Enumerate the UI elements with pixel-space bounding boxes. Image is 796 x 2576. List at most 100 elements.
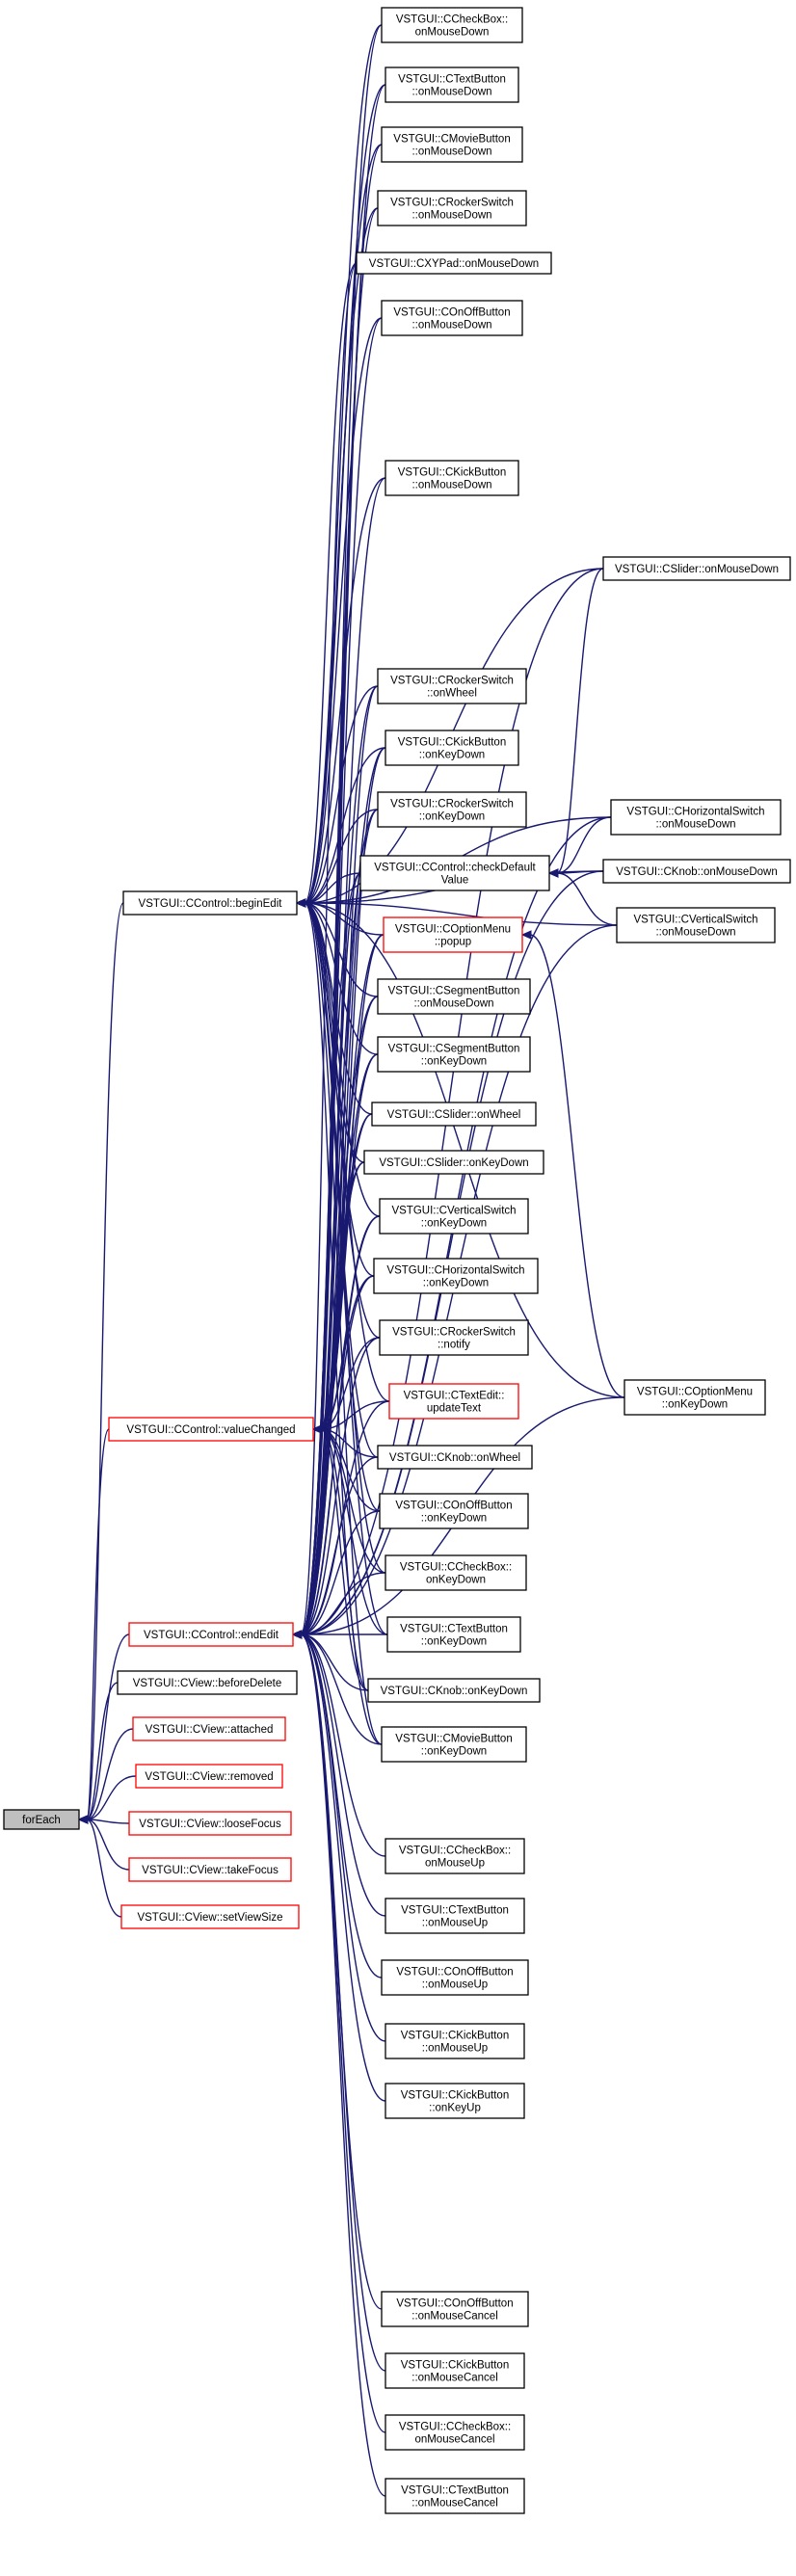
- edge-beginEdit-to-forEach: [77, 902, 124, 1824]
- node-tbKD[interactable]: VSTGUI::CTextButton::onKeyDown: [386, 1616, 521, 1653]
- node-box: [377, 978, 531, 1015]
- node-label: ::notify: [438, 1340, 470, 1351]
- node-box: [117, 1670, 298, 1695]
- node-kbKD[interactable]: VSTGUI::CKickButton::onKeyDown: [385, 730, 519, 766]
- node-sgKD[interactable]: VSTGUI::CSegmentButton::onKeyDown: [377, 1036, 531, 1073]
- node-beginEdit[interactable]: VSTGUI::CControl::beginEdit: [122, 890, 298, 916]
- edge-tbMC-to-endEdit: [291, 1630, 386, 2497]
- node-label: ::onKeyDown: [423, 1278, 489, 1289]
- node-kbMU[interactable]: VSTGUI::CKickButton::onMouseUp: [385, 2023, 525, 2059]
- call-graph-nodes: forEachVSTGUI::CControl::beginEditVSTGUI…: [3, 7, 791, 2514]
- node-endEdit[interactable]: VSTGUI::CControl::endEdit: [128, 1622, 294, 1647]
- node-ooKD[interactable]: VSTGUI::COnOffButton::onKeyDown: [379, 1493, 529, 1529]
- edge-cbMC-to-endEdit: [291, 1630, 386, 2433]
- node-cbKD[interactable]: VSTGUI::CCheckBox::onKeyDown: [385, 1554, 527, 1591]
- node-label: VSTGUI::CCheckBox::: [399, 2422, 511, 2433]
- node-removed[interactable]: VSTGUI::CView::removed: [135, 1764, 283, 1789]
- node-box: [379, 1493, 529, 1529]
- node-takeFocus[interactable]: VSTGUI::CView::takeFocus: [128, 1857, 292, 1882]
- node-box: [367, 1678, 541, 1703]
- node-vsKD[interactable]: VSTGUI::CVerticalSwitch::onKeyDown: [379, 1198, 529, 1235]
- node-attached[interactable]: VSTGUI::CView::attached: [132, 1716, 286, 1741]
- node-label: ::onMouseDown: [411, 480, 491, 491]
- node-box: [128, 1622, 294, 1647]
- node-kbKU[interactable]: VSTGUI::CKickButton::onKeyUp: [385, 2083, 525, 2119]
- node-box: [128, 1811, 292, 1836]
- node-kbMC[interactable]: VSTGUI::CKickButton::onMouseCancel: [385, 2352, 525, 2389]
- edge-attached-to-forEach: [77, 1728, 134, 1824]
- node-knWh[interactable]: VSTGUI::CKnob::onWheel: [377, 1445, 533, 1470]
- node-setViewSize[interactable]: VSTGUI::CView::setViewSize: [120, 1904, 300, 1929]
- node-slMD[interactable]: VSTGUI::CSlider::onMouseDown: [602, 556, 791, 581]
- node-cbMU[interactable]: VSTGUI::CCheckBox::onMouseUp: [385, 1838, 525, 1874]
- node-omPopup[interactable]: VSTGUI::COptionMenu::popup: [383, 916, 523, 953]
- node-valueChanged[interactable]: VSTGUI::CControl::valueChanged: [108, 1417, 314, 1442]
- node-ooMU[interactable]: VSTGUI::COnOffButton::onMouseUp: [381, 1959, 529, 1996]
- node-label: VSTGUI::COptionMenu: [637, 1387, 753, 1398]
- node-kbMD[interactable]: VSTGUI::CKickButton::onMouseDown: [385, 460, 519, 496]
- node-xyMD[interactable]: VSTGUI::CXYPad::onMouseDown: [356, 252, 552, 275]
- node-rsNotify[interactable]: VSTGUI::CRockerSwitch::notify: [379, 1319, 529, 1356]
- node-sgMD[interactable]: VSTGUI::CSegmentButton::onMouseDown: [377, 978, 531, 1015]
- node-label: ::onKeyDown: [421, 1056, 487, 1068]
- node-tbMC[interactable]: VSTGUI::CTextButton::onMouseCancel: [385, 2478, 525, 2514]
- call-graph-edges: [77, 24, 625, 2497]
- node-label: VSTGUI::COnOffButton: [395, 1500, 512, 1512]
- node-label: VSTGUI::CKnob::onMouseDown: [616, 866, 777, 878]
- node-mbKD[interactable]: VSTGUI::CMovieButton::onKeyDown: [381, 1726, 527, 1763]
- node-box: [381, 1726, 527, 1763]
- node-box: [616, 907, 776, 943]
- node-mbMD[interactable]: VSTGUI::CMovieButton::onMouseDown: [381, 126, 523, 163]
- node-knMD[interactable]: VSTGUI::CKnob::onMouseDown: [602, 859, 791, 884]
- node-box: [385, 2478, 525, 2514]
- node-hsKD[interactable]: VSTGUI::CHorizontalSwitch::onKeyDown: [373, 1258, 539, 1294]
- node-looseFocus[interactable]: VSTGUI::CView::looseFocus: [128, 1811, 292, 1836]
- node-teUpdate[interactable]: VSTGUI::CTextEdit::updateText: [388, 1383, 519, 1420]
- node-label: VSTGUI::CKickButton: [401, 2031, 509, 2042]
- node-label: VSTGUI::CControl::valueChanged: [126, 1424, 295, 1436]
- node-tbMD[interactable]: VSTGUI::CTextButton::onMouseDown: [385, 66, 519, 103]
- node-beforeDelete[interactable]: VSTGUI::CView::beforeDelete: [117, 1670, 298, 1695]
- node-label: VSTGUI::CVerticalSwitch: [391, 1206, 516, 1217]
- node-ooMD[interactable]: VSTGUI::COnOffButton::onMouseDown: [381, 300, 523, 336]
- node-vsMD[interactable]: VSTGUI::CVerticalSwitch::onMouseDown: [616, 907, 776, 943]
- node-label: ::onKeyDown: [419, 811, 485, 823]
- node-label: onMouseDown: [415, 27, 490, 39]
- node-forEach[interactable]: forEach: [3, 1809, 80, 1830]
- node-label: VSTGUI::CView::setViewSize: [137, 1912, 282, 1924]
- node-ooMC[interactable]: VSTGUI::COnOffButton::onMouseCancel: [381, 2291, 529, 2327]
- node-rsWh[interactable]: VSTGUI::CRockerSwitch::onWheel: [377, 668, 527, 704]
- node-box: [385, 2083, 525, 2119]
- node-rsKD[interactable]: VSTGUI::CRockerSwitch::onKeyDown: [377, 791, 527, 828]
- node-tbMU[interactable]: VSTGUI::CTextButton::onMouseUp: [385, 1898, 525, 1934]
- node-label: ::onMouseUp: [422, 1918, 488, 1929]
- node-label: ::onMouseDown: [655, 819, 735, 831]
- node-label: VSTGUI::CSlider::onWheel: [387, 1109, 521, 1121]
- node-label: VSTGUI::CRockerSwitch: [390, 198, 514, 209]
- node-omKD[interactable]: VSTGUI::COptionMenu::onKeyDown: [624, 1379, 766, 1416]
- node-slWh[interactable]: VSTGUI::CSlider::onWheel: [371, 1102, 537, 1127]
- node-slKD[interactable]: VSTGUI::CSlider::onKeyDown: [363, 1150, 544, 1175]
- node-label: ::onWheel: [427, 688, 477, 700]
- node-label: VSTGUI::CHorizontalSwitch: [626, 807, 764, 818]
- node-label: ::onMouseCancel: [411, 2373, 498, 2384]
- node-label: VSTGUI::CControl::endEdit: [144, 1630, 279, 1641]
- node-box: [385, 730, 519, 766]
- node-knKD[interactable]: VSTGUI::CKnob::onKeyDown: [367, 1678, 541, 1703]
- node-label: VSTGUI::CSegmentButton: [388, 986, 520, 997]
- node-label: ::onKeyDown: [421, 1218, 487, 1230]
- node-cbMC[interactable]: VSTGUI::CCheckBox::onMouseCancel: [385, 2414, 525, 2451]
- node-label: ::onKeyDown: [419, 750, 485, 761]
- node-cbMD[interactable]: VSTGUI::CCheckBox::onMouseDown: [381, 7, 523, 43]
- node-rsMD[interactable]: VSTGUI::CRockerSwitch::onMouseDown: [377, 190, 527, 226]
- node-hsMD[interactable]: VSTGUI::CHorizontalSwitch::onMouseDown: [610, 799, 782, 836]
- edge-setViewSize-to-forEach: [77, 1815, 122, 1918]
- node-label: VSTGUI::COnOffButton: [396, 2298, 513, 2310]
- node-box: [610, 799, 782, 836]
- node-box: [377, 190, 527, 226]
- node-label: ::onKeyDown: [421, 1746, 487, 1758]
- node-label: onKeyDown: [426, 1575, 486, 1586]
- node-label: VSTGUI::COnOffButton: [396, 1967, 513, 1978]
- node-label: VSTGUI::CVerticalSwitch: [633, 915, 757, 926]
